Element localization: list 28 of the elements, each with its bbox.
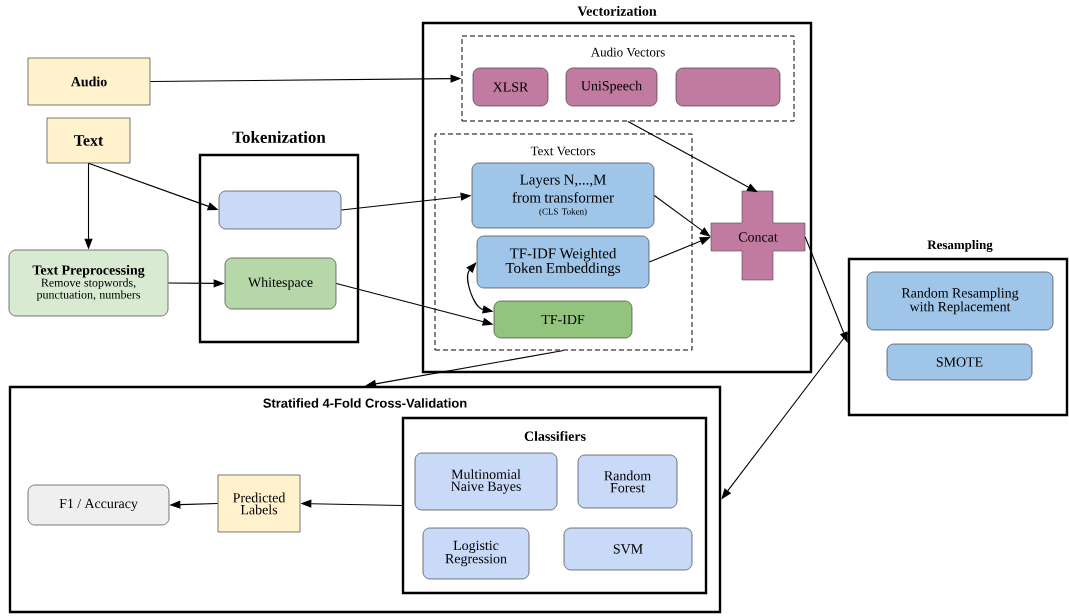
label-box: Predicted Labels [217, 474, 301, 533]
arrow [653, 194, 711, 237]
group-heading: Classifiers [524, 431, 586, 441]
process-box: Text Preprocessing Remove stopwords, punctuation, numbers [8, 249, 169, 317]
group-heading: Audio Vectors [590, 47, 665, 57]
process-box: Layers N,...,M from transformer (CLS Token) [471, 162, 655, 229]
process-box: Random Forest [577, 454, 678, 509]
group-heading: Text Vectors [530, 146, 595, 156]
group-heading: Stratified 4-Fold Cross-Validation [263, 398, 467, 408]
process-box: Multinomial Naive Bayes [414, 452, 558, 511]
process-box: TF-IDF [493, 300, 633, 339]
group-heading: Vectorization [577, 6, 657, 16]
process-box [218, 190, 342, 230]
arrow [804, 236, 848, 343]
process-box [675, 67, 781, 107]
process-box: XLSR [472, 67, 549, 107]
process-box: Random Resampling with Replacement [866, 271, 1054, 331]
input-box: Text [46, 117, 131, 164]
process-box: Whitespace [224, 257, 337, 310]
process-box: UniSpeech [565, 67, 658, 107]
process-box: Logistic Regression [422, 527, 530, 580]
input-box: Audio [27, 57, 151, 106]
group-heading: Tokenization [232, 131, 326, 143]
process-box: SVM [563, 527, 693, 571]
result-box: F1 / Accuracy [27, 484, 170, 526]
group-heading: Resampling [927, 240, 993, 252]
process-box: TF-IDF Weighted Token Embeddings [476, 235, 650, 289]
process-box: SMOTE [886, 343, 1033, 381]
